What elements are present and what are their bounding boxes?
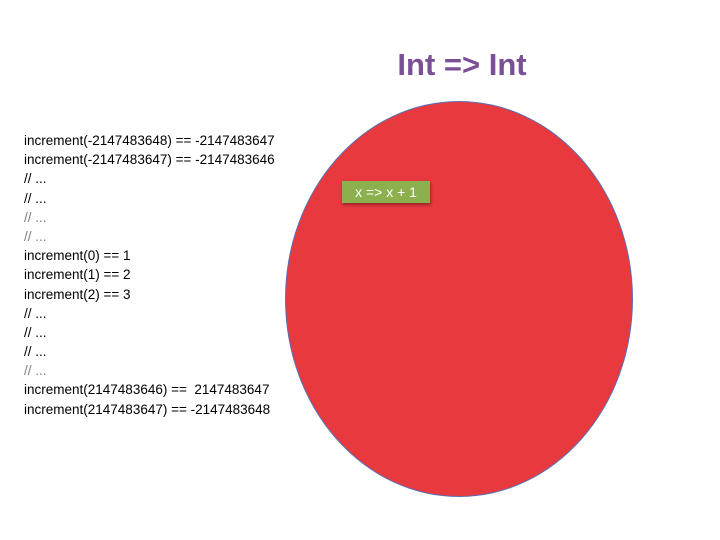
code-line: increment(-2147483647) == -2147483646 — [24, 152, 275, 168]
code-line: increment(2147483647) == -2147483648 — [24, 401, 271, 417]
code-line: // ... — [24, 209, 47, 225]
code-line: increment(2147483646) == 2147483647 — [24, 382, 270, 398]
code-line: increment(0) == 1 — [24, 248, 131, 264]
function-label: x => x + 1 — [342, 181, 430, 203]
diagram-title: Int => Int — [397, 47, 527, 82]
increment-examples-list: increment(-2147483648) == -2147483647 in… — [24, 131, 275, 419]
code-line: // ... — [24, 324, 47, 340]
code-line: // ... — [24, 228, 47, 244]
code-line: // ... — [24, 171, 47, 187]
code-line: // ... — [24, 344, 47, 360]
code-line: // ... — [24, 190, 47, 206]
code-line: increment(-2147483648) == -2147483647 — [24, 133, 275, 148]
code-line: increment(1) == 2 — [24, 267, 131, 283]
code-line: // ... — [24, 363, 47, 379]
code-line: increment(2) == 3 — [24, 286, 131, 302]
code-line: // ... — [24, 305, 47, 321]
function-set-ellipse — [285, 101, 633, 497]
